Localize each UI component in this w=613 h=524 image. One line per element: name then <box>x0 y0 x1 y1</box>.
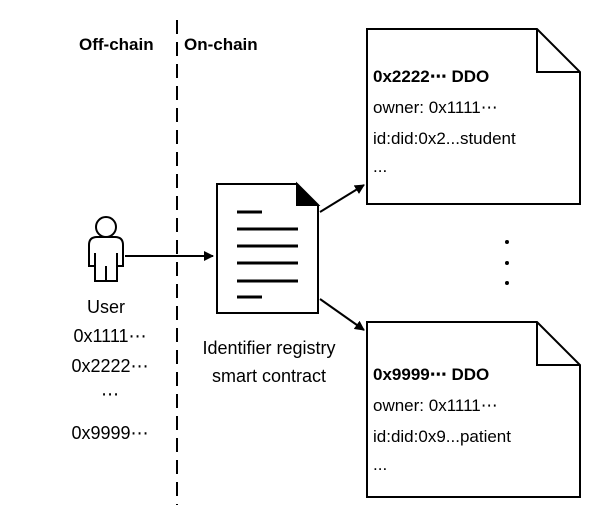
bottom-ddo-owner: owner: 0x1111⋯ <box>373 396 498 415</box>
top-ddo-owner: owner: 0x1111⋯ <box>373 98 498 117</box>
contract-label-line2: smart contract <box>212 366 326 386</box>
on-chain-label: On-chain <box>184 35 258 54</box>
off-chain-label: Off-chain <box>79 35 154 54</box>
user-address-3: 0x9999⋯ <box>71 423 148 443</box>
top-ddo-id: id:did:0x2...student <box>373 129 516 148</box>
contract-to-bottom-ddo-arrow <box>319 298 365 331</box>
contract-to-top-ddo-arrow <box>319 184 365 213</box>
vertical-ellipsis-icon <box>505 240 509 285</box>
person-icon <box>88 216 124 282</box>
document-icon <box>216 181 321 314</box>
user-label: User <box>87 297 125 317</box>
bottom-ddo-id: id:did:0x9...patient <box>373 427 511 446</box>
user-address-1: 0x1111⋯ <box>73 326 146 346</box>
bottom-ddo-title: 0x9999⋯ DDO <box>373 365 489 384</box>
top-ddo-more: ... <box>373 157 387 176</box>
contract-label-line1: Identifier registry <box>202 338 335 358</box>
bottom-ddo-document: 0x9999⋯ DDO owner: 0x1111⋯ id:did:0x9...… <box>366 321 581 498</box>
top-ddo-title: 0x2222⋯ DDO <box>373 67 489 86</box>
bottom-ddo-more: ... <box>373 455 387 474</box>
user-address-ellipsis: ⋯ <box>101 384 119 404</box>
user-address-2: 0x2222⋯ <box>71 356 148 376</box>
top-ddo-document: 0x2222⋯ DDO owner: 0x1111⋯ id:did:0x2...… <box>366 28 581 205</box>
